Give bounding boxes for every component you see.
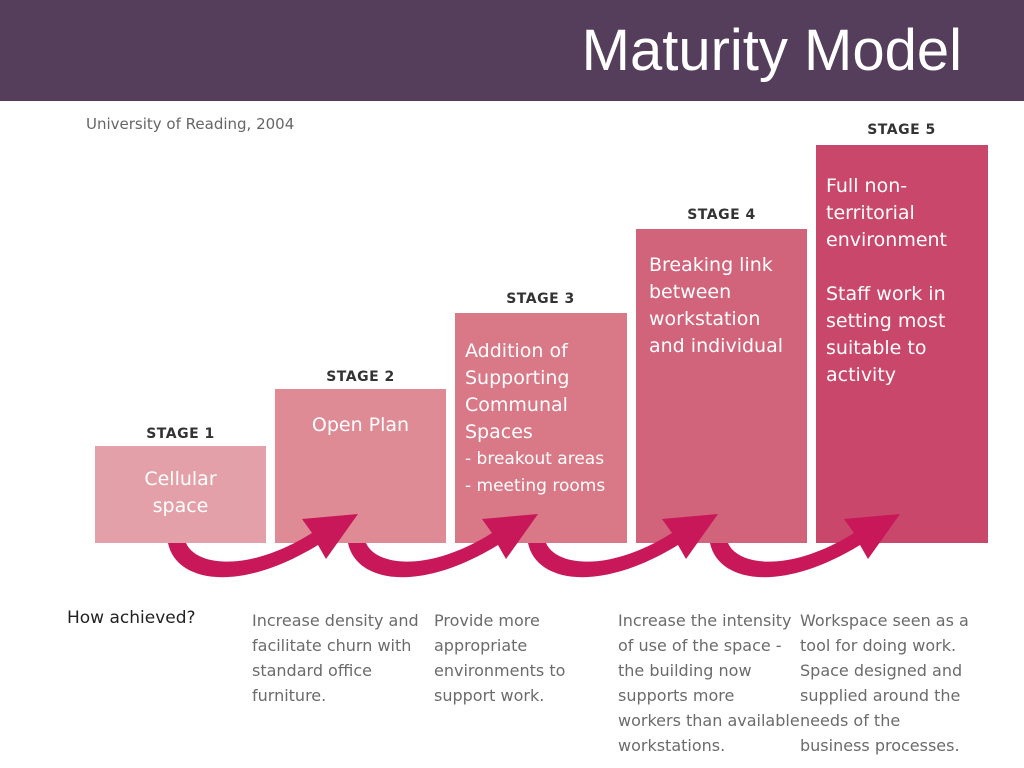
description-line: Space designed and bbox=[800, 661, 963, 680]
description-line: appropriate bbox=[434, 636, 528, 655]
arrow-stage-2-to-3-icon bbox=[348, 514, 538, 578]
stage-5-text-line: territorial bbox=[826, 202, 915, 224]
stage-5-text-line: Full non- bbox=[826, 175, 908, 197]
stage-3-label: STAGE 3 bbox=[506, 291, 575, 307]
description-line: facilitate churn with bbox=[252, 636, 412, 655]
stage-5-label: STAGE 5 bbox=[867, 122, 936, 138]
stage-1-label: STAGE 1 bbox=[146, 426, 215, 442]
stage-4-text-line: Breaking link bbox=[649, 254, 773, 276]
arrow-stage-1-to-2-icon bbox=[168, 514, 358, 578]
description-line: supports more bbox=[618, 686, 735, 705]
stage-3-text-line: Supporting bbox=[465, 367, 570, 389]
description-line: Provide more bbox=[434, 611, 540, 630]
description-line: standard office bbox=[252, 661, 372, 680]
description-line: tool for doing work. bbox=[800, 636, 957, 655]
stage-1-text-line: space bbox=[152, 495, 209, 517]
stage-3-text-line: Spaces bbox=[465, 421, 533, 443]
description-line: supplied around the bbox=[800, 686, 961, 705]
source-citation: University of Reading, 2004 bbox=[86, 115, 295, 133]
stage-3-text-line: - breakout areas bbox=[465, 449, 605, 469]
stage-4-text-line: workstation bbox=[649, 308, 761, 330]
description-line: furniture. bbox=[252, 686, 327, 705]
stage-1-box: Cellular space bbox=[95, 446, 266, 543]
stage-3-description: Provide more appropriate environments to… bbox=[434, 608, 565, 708]
stage-4-text-line: and individual bbox=[649, 335, 783, 357]
stage-5-text-line: setting most bbox=[826, 310, 946, 332]
stage-3-box: Addition of Supporting Communal Spaces -… bbox=[455, 313, 627, 543]
stage-2-box: Open Plan bbox=[275, 389, 446, 543]
stage-2-label: STAGE 2 bbox=[326, 369, 395, 385]
description-line: Workspace seen as a bbox=[800, 611, 969, 630]
description-line: of use of the space - bbox=[618, 636, 782, 655]
stage-4-label: STAGE 4 bbox=[687, 207, 756, 223]
description-line: business processes. bbox=[800, 736, 960, 755]
title-bar: Maturity Model bbox=[0, 0, 1024, 101]
stage-5-text-line: activity bbox=[826, 364, 897, 386]
arrow-stage-4-to-5-icon bbox=[710, 514, 900, 578]
how-achieved-label: How achieved? bbox=[67, 608, 196, 628]
stage-5-text-line: environment bbox=[826, 229, 948, 251]
description-line: Increase density and bbox=[252, 611, 419, 630]
description-line: the building now bbox=[618, 661, 752, 680]
stage-4-box: Breaking link between workstation and in… bbox=[636, 229, 807, 543]
stage-1-text-line: Cellular bbox=[144, 468, 217, 490]
description-line: needs of the bbox=[800, 711, 901, 730]
arrow-stage-3-to-4-icon bbox=[528, 514, 718, 578]
description-line: support work. bbox=[434, 686, 545, 705]
stage-2-text-line: Open Plan bbox=[311, 414, 410, 436]
stage-4-description: Increase the intensity of use of the spa… bbox=[618, 608, 800, 758]
stage-2-description: Increase density and facilitate churn wi… bbox=[252, 608, 419, 708]
stage-3-text-line: Communal bbox=[465, 394, 568, 416]
description-line: environments to bbox=[434, 661, 566, 680]
stage-5-box: Full non- territorial environment Staff … bbox=[816, 145, 988, 543]
stage-3-text-line: Addition of bbox=[465, 340, 568, 362]
stage-4-text-line: between bbox=[649, 281, 732, 303]
stage-5-description: Workspace seen as a tool for doing work.… bbox=[800, 608, 969, 758]
description-line: workers than available bbox=[618, 711, 800, 730]
description-line: workstations. bbox=[618, 736, 726, 755]
stage-5-text-line: Staff work in bbox=[826, 283, 946, 305]
stage-5-text-line: suitable to bbox=[826, 337, 927, 359]
slide-title: Maturity Model bbox=[581, 18, 962, 83]
stage-3-text-line: - meeting rooms bbox=[465, 476, 606, 496]
description-line: Increase the intensity bbox=[618, 611, 792, 630]
